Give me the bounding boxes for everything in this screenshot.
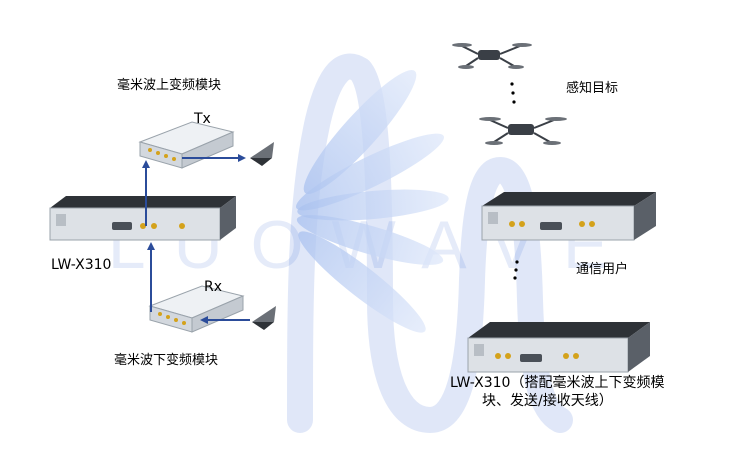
label-tx: Tx xyxy=(194,111,211,127)
mmwave-down-module xyxy=(150,286,243,332)
mmwave-up-module xyxy=(140,122,233,168)
label-lw-x310-main: LW-X310 xyxy=(51,257,111,273)
tx-antenna xyxy=(250,142,274,166)
label-mmwave-up-module: 毫米波上变频模块 xyxy=(117,78,221,94)
label-lw-x310-note-line2: 块、发送/接收天线） xyxy=(482,393,613,409)
label-lw-x310-note-line1: LW-X310（搭配毫米波上下变频模 xyxy=(450,375,664,391)
label-rx: Rx xyxy=(204,279,222,295)
label-comm-user: 通信用户 xyxy=(576,262,628,278)
lw-x310-device-right xyxy=(468,322,650,372)
drone-icon xyxy=(452,43,532,69)
comm-user-device xyxy=(482,192,656,240)
lw-x310-device-main xyxy=(50,196,236,240)
label-mmwave-down-module: 毫米波下变频模块 xyxy=(114,353,218,369)
label-sensing-target: 感知目标 xyxy=(566,81,618,97)
rx-antenna xyxy=(252,306,276,330)
drone-icon xyxy=(479,117,567,145)
